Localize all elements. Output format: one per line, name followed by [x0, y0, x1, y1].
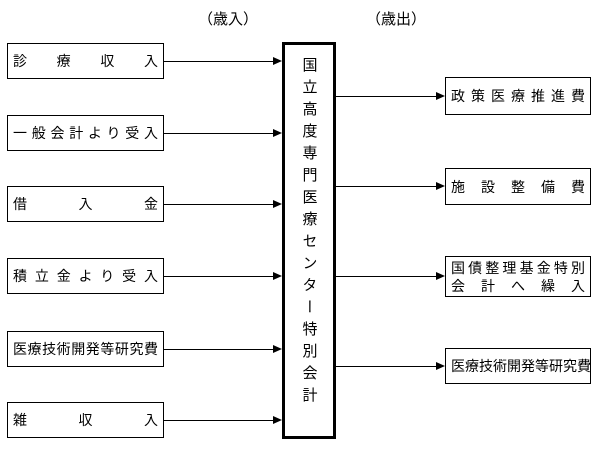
expenditure-box-facility-improvement: 施設整備費	[445, 168, 591, 205]
arrow-shaft	[164, 420, 276, 421]
arrow-shaft	[164, 349, 276, 350]
arrowhead-icon	[436, 362, 445, 370]
arrowhead-icon	[273, 416, 282, 424]
arrow-shaft	[164, 61, 276, 62]
arrow-income-0-to-center	[164, 56, 282, 67]
arrowhead-icon	[436, 182, 445, 190]
income-column-header: （歳入）	[198, 11, 259, 28]
arrow-income-5-to-center	[164, 415, 282, 426]
expenditure-box-medical-technology-research: 医療技術開発等研究費	[445, 348, 591, 384]
arrowhead-icon	[436, 272, 445, 280]
expenditure-box-label-line-2: 会計へ繰入	[451, 277, 585, 294]
arrowhead-icon	[436, 92, 445, 100]
income-box-borrowings: 借入金	[7, 186, 164, 222]
center-box-label: 国立高度専門医療センター特別会計	[300, 57, 318, 409]
arrowhead-icon	[273, 129, 282, 137]
arrowhead-icon	[273, 57, 282, 65]
arrow-shaft	[164, 204, 276, 205]
expenditure-box-label: 政策医療推進費	[451, 88, 585, 104]
arrowhead-icon	[273, 345, 282, 353]
expenditure-box-label: 施設整備費	[451, 178, 585, 195]
expenditure-box-label: 医療技術開発等研究費	[451, 358, 591, 374]
income-box-receipts-from-general-account: 一般会計より受入	[7, 115, 164, 151]
center-box-special-account: 国立高度専門医療センター特別会計	[282, 42, 336, 439]
expenditure-box-label-line-1: 国債整理基金特別	[451, 259, 585, 276]
arrowhead-icon	[273, 200, 282, 208]
arrow-center-to-expenditure-2	[336, 271, 445, 282]
arrow-center-to-expenditure-1	[336, 181, 445, 192]
arrow-shaft	[164, 133, 276, 134]
income-box-label: 一般会計より受入	[13, 125, 158, 141]
expenditure-box-policy-medical-promotion: 政策医療推進費	[445, 77, 591, 115]
income-box-label: 雑収入	[13, 412, 158, 428]
arrow-income-2-to-center	[164, 199, 282, 210]
income-box-miscellaneous-income: 雑収入	[7, 402, 164, 438]
arrow-shaft	[336, 366, 439, 367]
arrow-income-1-to-center	[164, 128, 282, 139]
arrow-shaft	[336, 96, 439, 97]
arrow-shaft	[336, 276, 439, 277]
income-box-receipts-from-reserve-fund: 積立金より受入	[7, 258, 164, 294]
income-box-label: 医療技術開発等研究費	[13, 341, 158, 357]
income-box-medical-technology-research: 医療技術開発等研究費	[7, 331, 164, 367]
income-box-medical-treatment-income: 診療収入	[7, 43, 164, 79]
income-box-label: 借入金	[13, 196, 158, 212]
income-box-label: 積立金より受入	[13, 268, 158, 284]
arrow-center-to-expenditure-0	[336, 91, 445, 102]
expenditure-column-header: （歳出）	[366, 11, 427, 28]
arrowhead-icon	[273, 272, 282, 280]
arrow-center-to-expenditure-3	[336, 361, 445, 372]
arrow-income-4-to-center	[164, 344, 282, 355]
income-box-label: 診療収入	[13, 53, 158, 69]
arrow-shaft	[164, 276, 276, 277]
expenditure-box-transfer-to-bond-consolidation-fund: 国債整理基金特別 会計へ繰入	[445, 256, 591, 297]
arrow-income-3-to-center	[164, 271, 282, 282]
arrow-shaft	[336, 186, 439, 187]
